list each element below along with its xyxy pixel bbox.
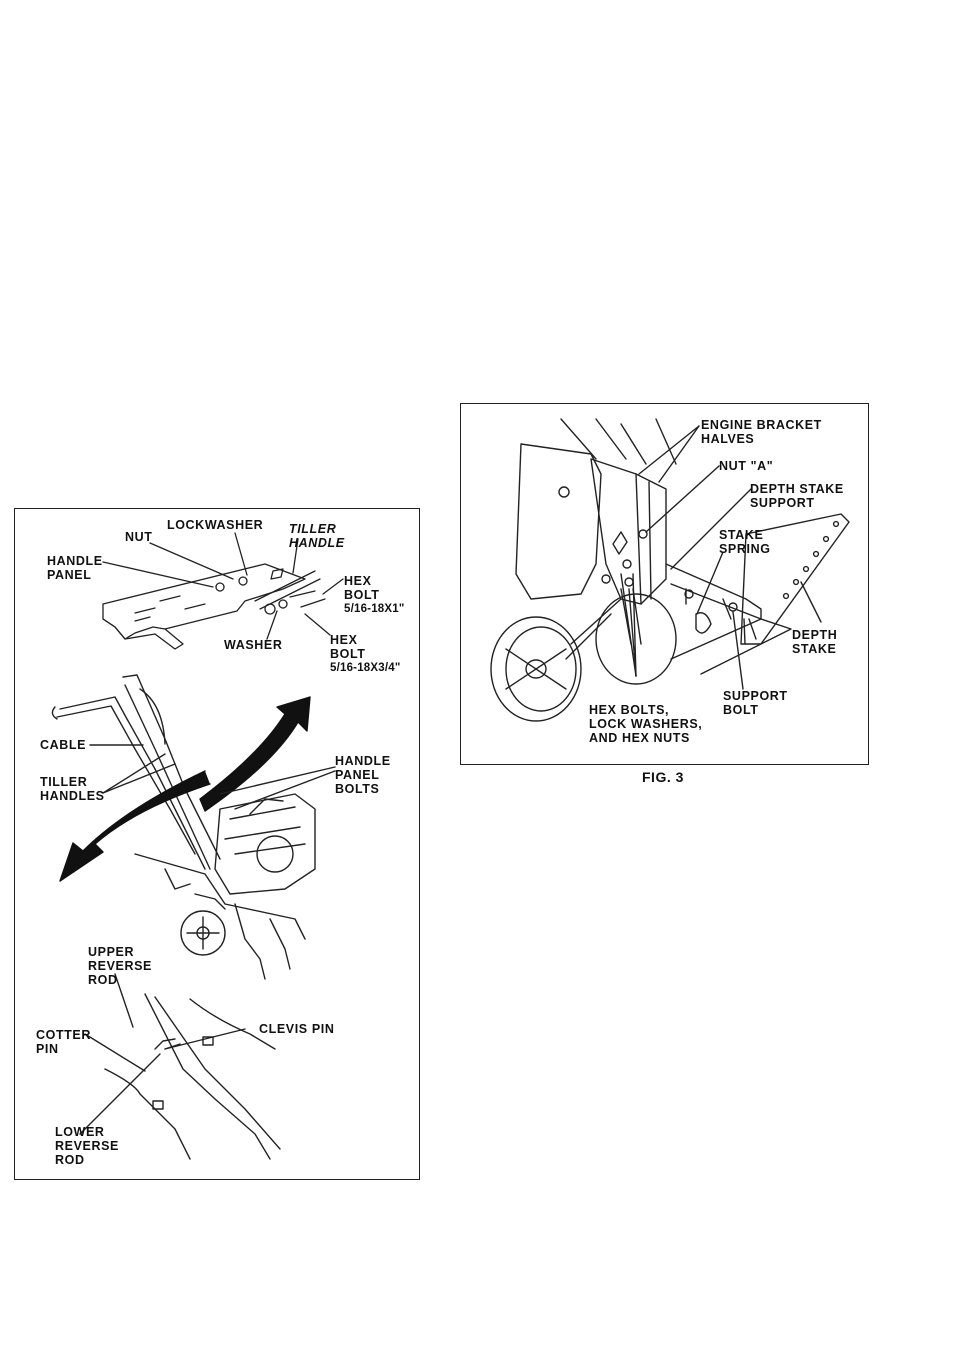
figure-caption: FIG. 3: [642, 769, 684, 785]
label-engine-bracket-halves: ENGINE BRACKET HALVES: [701, 418, 822, 446]
right-figure-panel: ENGINE BRACKET HALVES NUT "A" DEPTH STAK…: [460, 403, 869, 765]
label-hex-bolt-1: HEX BOLT: [344, 574, 380, 602]
label-cable: CABLE: [40, 738, 87, 752]
label-depth-stake-support: DEPTH STAKE SUPPORT: [750, 482, 844, 510]
label-lower-reverse-rod: LOWER REVERSE ROD: [55, 1125, 119, 1167]
label-tiller-handles: TILLER HANDLES: [40, 775, 105, 803]
left-figure-panel: LOCKWASHER NUT TILLER HANDLE HANDLE PANE…: [14, 508, 420, 1180]
label-tiller-handle: TILLER HANDLE: [289, 522, 345, 550]
label-cotter-pin: COTTER PIN: [36, 1028, 91, 1056]
left-figure-drawing: [51, 532, 344, 1160]
label-handle-panel-bolts: HANDLE PANEL BOLTS: [335, 754, 391, 796]
label-clevis-pin: CLEVIS PIN: [259, 1022, 335, 1036]
label-hex-bolt-2: HEX BOLT: [330, 633, 366, 661]
right-figure-drawing: [490, 418, 850, 722]
label-handle-panel: HANDLE PANEL: [47, 554, 103, 582]
label-support-bolt: SUPPORT BOLT: [723, 689, 788, 717]
label-stake-spring: STAKE SPRING: [719, 528, 771, 556]
label-nut-a: NUT "A": [719, 459, 774, 473]
label-hex-bolt-1-size: 5/16-18X1": [344, 603, 405, 615]
label-depth-stake: DEPTH STAKE: [792, 628, 838, 656]
label-hex-bolts: HEX BOLTS, LOCK WASHERS, AND HEX NUTS: [589, 703, 703, 745]
label-washer: WASHER: [224, 638, 283, 652]
label-upper-reverse-rod: UPPER REVERSE ROD: [88, 945, 152, 987]
label-hex-bolt-2-size: 5/16-18X3/4": [330, 662, 401, 674]
label-nut: NUT: [125, 530, 153, 544]
label-lockwasher: LOCKWASHER: [167, 518, 264, 532]
